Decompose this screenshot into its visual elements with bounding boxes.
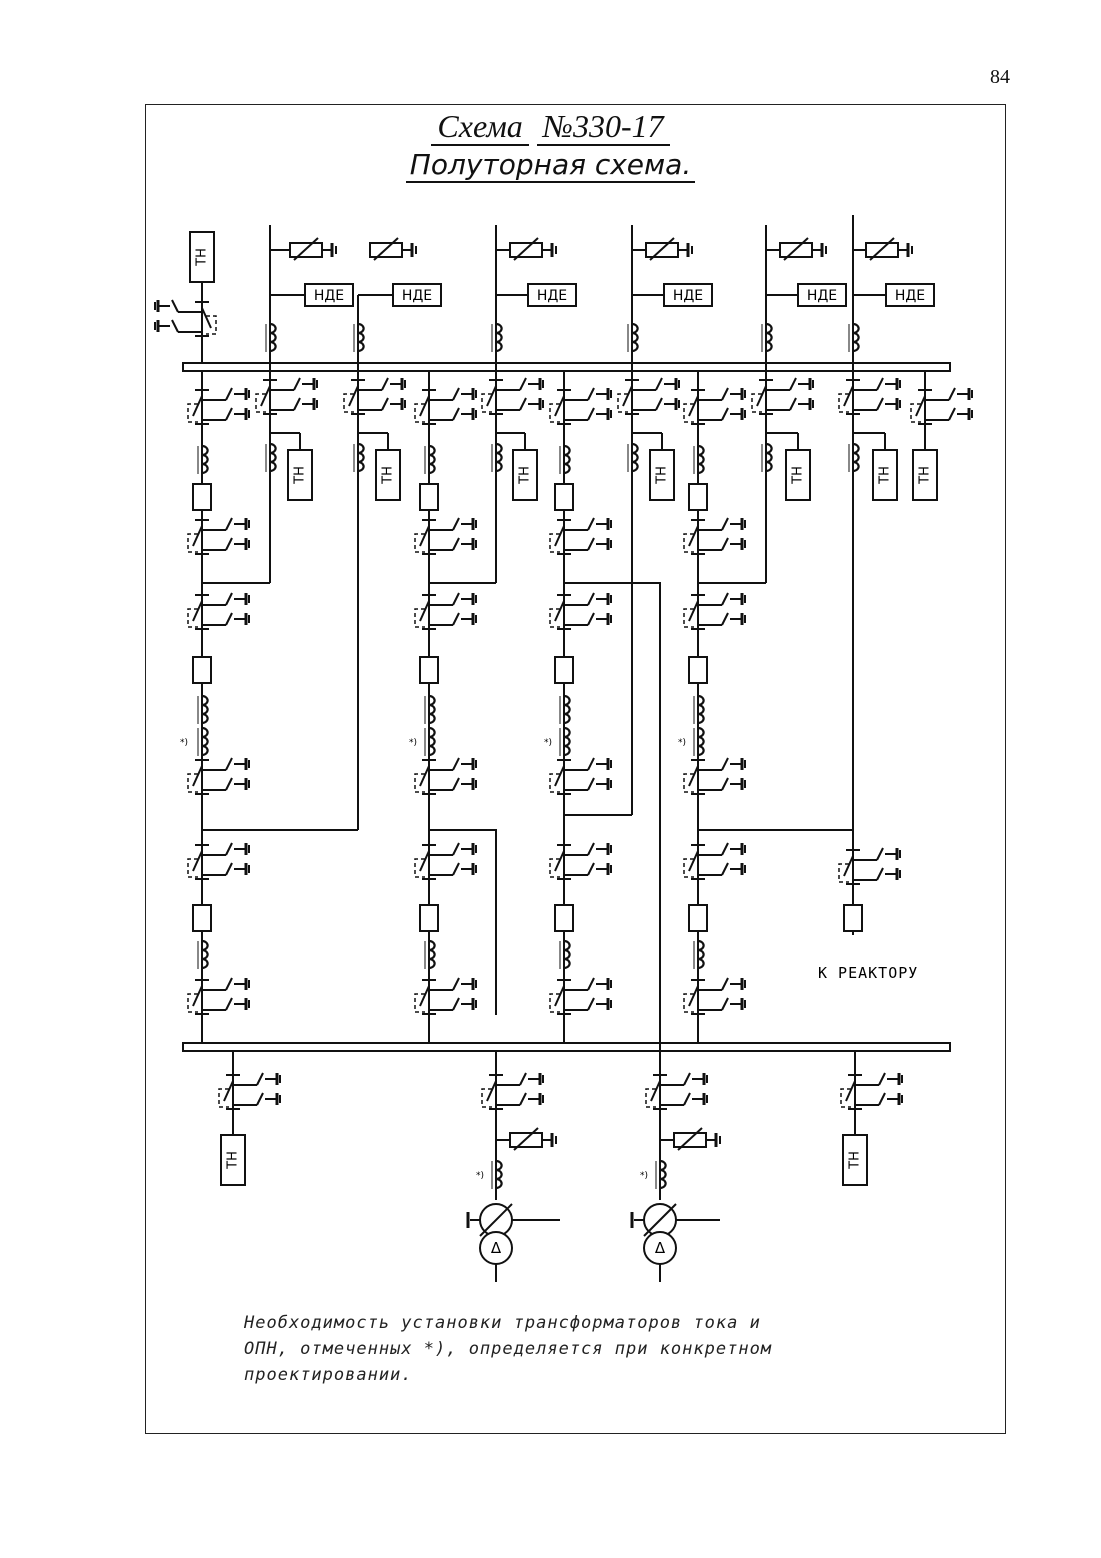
page-number: 84 [990,66,1010,88]
svg-text:*): *) [180,738,188,748]
svg-text:*): *) [409,738,417,748]
svg-text:НДЕ: НДЕ [537,288,567,304]
line-feeders: НДЕ ТН НДЕ ТН [202,215,974,935]
svg-text:ТН: ТН [381,466,396,485]
top-busbar [182,362,951,372]
svg-text:НДЕ: НДЕ [807,288,837,304]
vt-box [189,231,215,283]
svg-text:ТН: ТН [226,1151,241,1170]
svg-text:ТН: ТН [918,466,933,485]
svg-text:ТН: ТН [518,466,533,485]
svg-text:*): *) [640,1171,648,1181]
svg-text:НДЕ: НДЕ [673,288,703,304]
autotransformer-1: Δ [466,1051,560,1282]
svg-text:ТН: ТН [878,466,893,485]
svg-text:НДЕ: НДЕ [314,288,344,304]
vt-label: ТН [195,248,210,267]
drawing-frame [145,104,1006,1434]
svg-text:*): *) [678,738,686,748]
scheme-word: Схема [431,108,529,146]
scheme-subtitle: Полуторная схема. [0,148,1101,183]
footnote: Необходимость установки трансформаторов … [244,1310,924,1388]
footnote-line-3: проектировании. [244,1365,413,1385]
diameter-4 [682,371,747,1043]
diameter-2 [413,371,478,1043]
footnote-line-2: ОПН, отмеченных *), определяется при кон… [244,1339,773,1359]
svg-text:Δ: Δ [491,1239,502,1257]
autotransformer-2: Δ [630,1051,722,1282]
diameter-1 [186,371,251,1043]
scheme-title: Схема №330-17 [0,108,1101,146]
svg-text:*): *) [544,738,552,748]
svg-text:ТН: ТН [655,466,670,485]
footnote-line-1: Необходимость установки трансформаторов … [244,1313,761,1333]
reactor-label: К РЕАКТОРУ [818,964,918,982]
svg-text:НДЕ: НДЕ [895,288,925,304]
svg-text:ТН: ТН [848,1151,863,1170]
subtitle-text: Полуторная схема. [405,148,696,183]
svg-text:Δ: Δ [655,1239,666,1257]
diameter-3 [548,371,613,1043]
svg-text:НДЕ: НДЕ [402,288,432,304]
bottom-busbar [182,1042,951,1052]
svg-text:ТН: ТН [293,466,308,485]
svg-text:*): *) [476,1171,484,1181]
scheme-number: №330-17 [536,108,670,146]
svg-text:ТН: ТН [791,466,806,485]
